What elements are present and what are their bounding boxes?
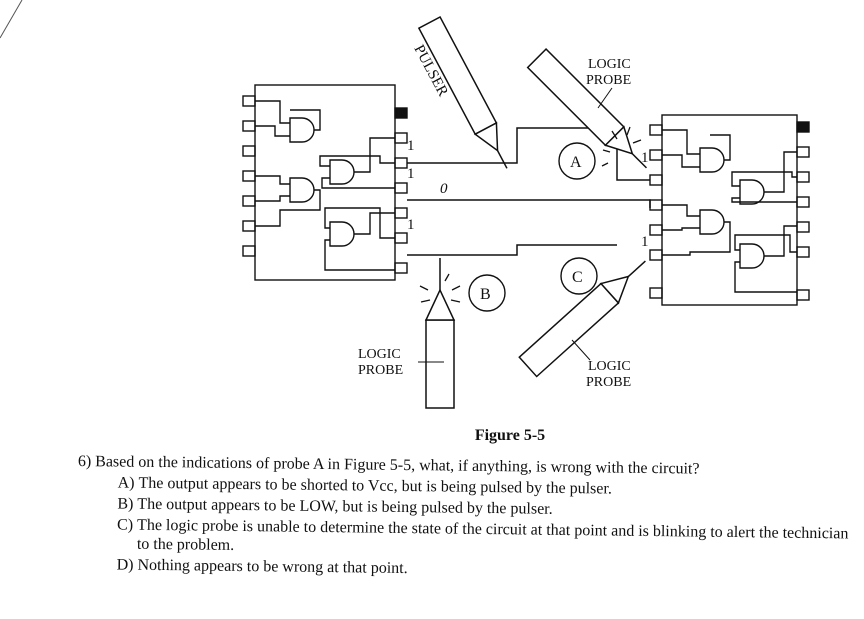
- logic-probe-a-label-line2: PROBE: [586, 73, 631, 88]
- probe-a-glow-lines: [601, 126, 642, 167]
- logic-probe-b-label-line2: PROBE: [358, 363, 403, 378]
- option-a-text: The output appears to be shorted to Vcc,…: [138, 474, 612, 498]
- logic-probe-c-leader: [571, 339, 591, 361]
- option-b-letter: B): [117, 495, 134, 513]
- circle-b-label: B: [480, 286, 491, 303]
- logic-probe-c-label-line2: PROBE: [586, 375, 631, 390]
- logic-probe-c-label-line1: LOGIC: [588, 359, 631, 374]
- logic-probe-c: [518, 260, 646, 378]
- circle-a-label: A: [570, 154, 582, 171]
- question-number: 6): [77, 452, 92, 471]
- wire-state-label: 0: [440, 181, 448, 197]
- circle-marker-a: A: [558, 142, 596, 180]
- left-chip-output1-state: 1: [407, 138, 415, 154]
- pulser-probe: [417, 15, 508, 169]
- connecting-wires: [407, 127, 651, 256]
- right-chip-input2-state: 1: [641, 234, 649, 250]
- option-a-letter: A): [117, 474, 135, 492]
- circle-c-label: C: [572, 269, 583, 286]
- question-block: 6) Based on the indications of probe A i…: [77, 452, 858, 584]
- option-d-text: Nothing appears to be wrong at that poin…: [137, 556, 408, 578]
- circuit-figure: PULSER LOGIC PROBE LOGIC PROBE LOGIC PRO…: [0, 0, 810, 409]
- corner-line: [0, 0, 23, 39]
- option-c-text: The logic probe is unable to determine t…: [136, 516, 849, 554]
- option-b-text: The output appears to be LOW, but is bei…: [137, 495, 553, 518]
- circle-marker-b: B: [468, 274, 506, 312]
- logic-probe-b-label-line1: LOGIC: [358, 347, 401, 362]
- right-chip-input1-state: 1: [641, 150, 649, 166]
- logic-probe-a-leader: [597, 87, 613, 109]
- option-d-letter: D): [116, 556, 134, 574]
- circle-marker-c: C: [560, 257, 598, 295]
- option-c-letter: C): [117, 516, 134, 534]
- left-chip-output2-state: 1: [407, 166, 415, 182]
- logic-probe-a-label-line1: LOGIC: [588, 57, 631, 72]
- figure-caption: Figure 5-5: [474, 427, 546, 444]
- probe-b-glow-lines: [419, 273, 461, 303]
- right-ic-chip: [649, 114, 810, 306]
- logic-probe-b: [424, 258, 456, 409]
- option-c[interactable]: C)The logic probe is unable to determine…: [117, 515, 857, 562]
- left-chip-output3-state: 1: [407, 217, 415, 233]
- left-ic-chip: [242, 84, 408, 281]
